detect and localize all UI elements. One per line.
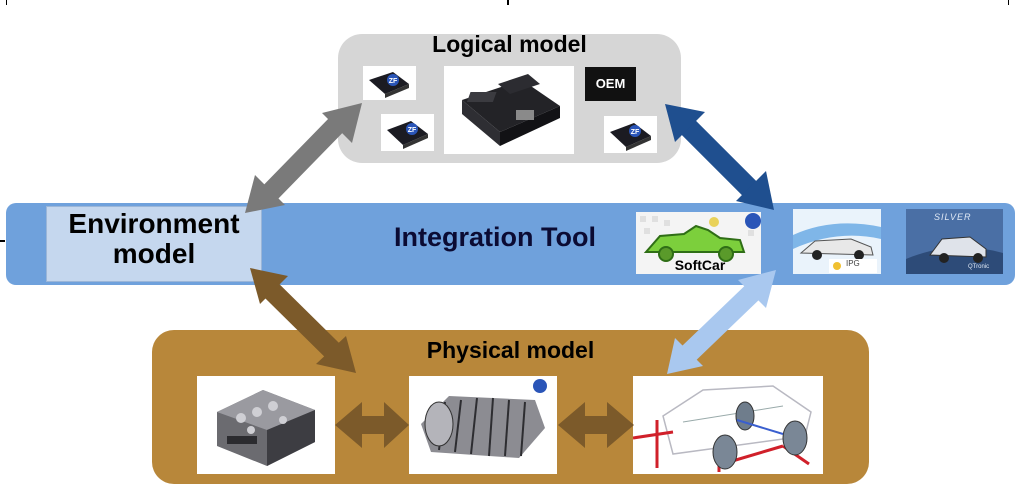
environment-model-label: Environment model bbox=[46, 209, 262, 269]
environment-label-line1: Environment bbox=[68, 208, 240, 239]
environment-model-box bbox=[46, 206, 262, 282]
zf-logo-icon bbox=[387, 74, 399, 86]
transmission-icon bbox=[421, 379, 547, 458]
ecu-thumbnail-2: ZF bbox=[381, 114, 434, 151]
crop-mark-left-middle bbox=[0, 240, 5, 242]
ecu-module-icon bbox=[462, 74, 560, 146]
softcar-car-icon bbox=[636, 212, 761, 274]
crop-mark-top-center bbox=[507, 0, 509, 5]
arrow-environment-physical bbox=[250, 268, 356, 373]
ecu-module-icon: ZF bbox=[387, 121, 428, 149]
ecu-module-icon: ZF bbox=[610, 123, 651, 151]
silver-image bbox=[906, 209, 1003, 274]
oem-badge: OEM bbox=[585, 67, 636, 101]
transmission-image bbox=[409, 376, 557, 474]
zf-logo-icon bbox=[629, 125, 641, 137]
ipg-image bbox=[793, 209, 881, 274]
chassis-image bbox=[633, 376, 823, 474]
ipg-label: IPG bbox=[846, 259, 860, 268]
logical-model-title: Logical model bbox=[432, 31, 587, 57]
zf-logo-icon bbox=[533, 379, 547, 393]
svg-text:ZF: ZF bbox=[631, 129, 640, 136]
zf-logo-icon bbox=[745, 213, 761, 229]
silver-car-icon bbox=[906, 209, 1003, 274]
arrow-logical-integration bbox=[665, 104, 774, 210]
physical-model-title: Physical model bbox=[426, 337, 595, 363]
zf-logo-icon bbox=[406, 123, 418, 135]
svg-text:ZF: ZF bbox=[389, 78, 398, 85]
ecu-thumbnail-3: ZF bbox=[604, 116, 657, 153]
ipg-car-icon bbox=[793, 209, 881, 274]
softcar-label: SoftCar bbox=[674, 257, 726, 273]
qtronic-label: QTronic bbox=[968, 264, 990, 270]
arrow-engine-transmission bbox=[335, 402, 409, 448]
arrow-transmission-chassis bbox=[558, 402, 634, 448]
chassis-icon bbox=[633, 385, 812, 472]
engine-icon bbox=[217, 390, 315, 466]
environment-label-line2: model bbox=[112, 238, 196, 269]
arrow-integration-physical bbox=[667, 270, 776, 374]
silver-label: SILVER bbox=[934, 212, 972, 222]
arrow-environment-logical bbox=[245, 103, 362, 213]
softcar-image bbox=[636, 212, 761, 274]
ecu-module-icon: ZF bbox=[369, 72, 409, 98]
crop-mark-top-left bbox=[6, 0, 7, 5]
engine-image bbox=[197, 376, 335, 474]
ecu-thumbnail-1: ZF bbox=[363, 66, 416, 100]
crop-mark-top-right bbox=[1008, 0, 1009, 5]
ecu-main-image bbox=[444, 66, 574, 154]
svg-text:ZF: ZF bbox=[408, 127, 417, 134]
integration-tool-label: Integration Tool bbox=[394, 222, 596, 252]
